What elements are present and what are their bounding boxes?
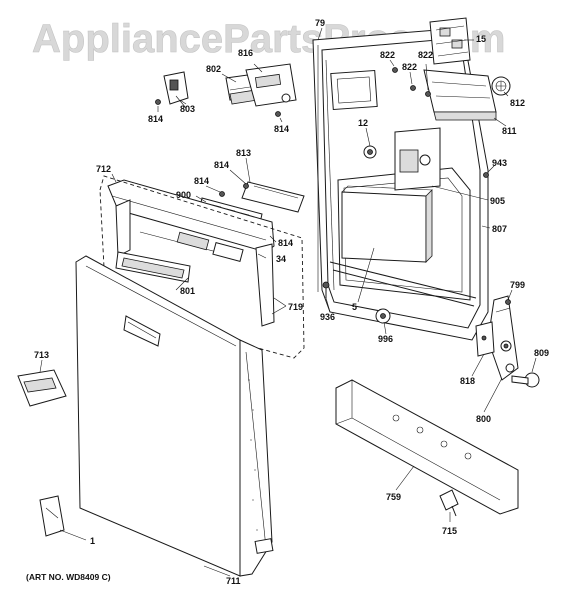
callout-713: 713: [34, 350, 49, 360]
callout-712: 712: [96, 164, 111, 174]
screw-822-c: [425, 91, 431, 97]
screw-822-a: [392, 67, 398, 73]
callout-943: 943: [492, 158, 507, 168]
callout-802: 802: [206, 64, 221, 74]
callout-814-b: 814: [274, 124, 289, 134]
callout-5: 5: [352, 302, 357, 312]
callout-1: 1: [90, 536, 95, 546]
callout-15: 15: [476, 34, 486, 44]
leader-lines: [39, 27, 537, 577]
washer-996: [375, 308, 391, 324]
art-number: (ART NO. WD8409 C): [26, 572, 111, 582]
callout-814-c: 814: [214, 160, 229, 170]
dispenser-module: [423, 69, 497, 121]
callout-822-c: 822: [418, 50, 433, 60]
callout-803: 803: [180, 104, 195, 114]
callout-759: 759: [386, 492, 401, 502]
screw-799: [505, 299, 511, 305]
callout-809: 809: [534, 348, 549, 358]
callout-996: 996: [378, 334, 393, 344]
callout-800: 800: [476, 414, 491, 424]
callout-79: 79: [315, 18, 325, 28]
callout-814-a: 814: [148, 114, 163, 124]
callout-799: 799: [510, 280, 525, 290]
callout-labels: 79 15 816 802 822 822 822 812 803 814 81…: [34, 18, 549, 586]
screw-936: [322, 281, 330, 298]
literature-1: [39, 495, 65, 537]
callout-813: 813: [236, 148, 251, 158]
outer-door-panel: [75, 255, 274, 577]
control-panel-712: [107, 179, 275, 327]
callout-812: 812: [510, 98, 525, 108]
callout-905: 905: [490, 196, 505, 206]
switch-816: [245, 63, 297, 107]
screw-814-b: [275, 111, 281, 117]
callout-816: 816: [238, 48, 253, 58]
screw-715: [439, 489, 459, 517]
hinge-pin-809: [511, 372, 540, 388]
callout-818: 818: [460, 376, 475, 386]
screw-814-c: [243, 183, 249, 189]
bracket-818: [475, 321, 495, 357]
screw-822-b: [410, 85, 416, 91]
callout-822-a: 822: [380, 50, 395, 60]
handle-713: [17, 369, 67, 407]
callout-814-e: 814: [278, 238, 293, 248]
callout-936: 936: [320, 312, 335, 322]
callout-900: 900: [176, 190, 191, 200]
callout-822-b: 822: [402, 62, 417, 72]
callout-12: 12: [358, 118, 368, 128]
handle-insert-801: [115, 251, 191, 283]
callout-715: 715: [442, 526, 457, 536]
hinge-800: [487, 295, 519, 381]
callout-801: 801: [180, 286, 195, 296]
control-board: [429, 17, 471, 65]
callout-811: 811: [502, 126, 517, 136]
callout-807: 807: [492, 224, 507, 234]
screw-814-a: [155, 99, 161, 105]
callout-814-d: 814: [194, 176, 209, 186]
screw-943: [483, 172, 489, 178]
cover-813: [241, 181, 305, 213]
callout-719: 719: [288, 302, 303, 312]
screw-814-d: [219, 191, 225, 197]
latch-803: [163, 71, 189, 109]
callout-34: 34: [276, 254, 286, 264]
knob: [491, 76, 511, 96]
callout-711: 711: [226, 576, 241, 586]
bottom-trim-759: [335, 379, 519, 515]
